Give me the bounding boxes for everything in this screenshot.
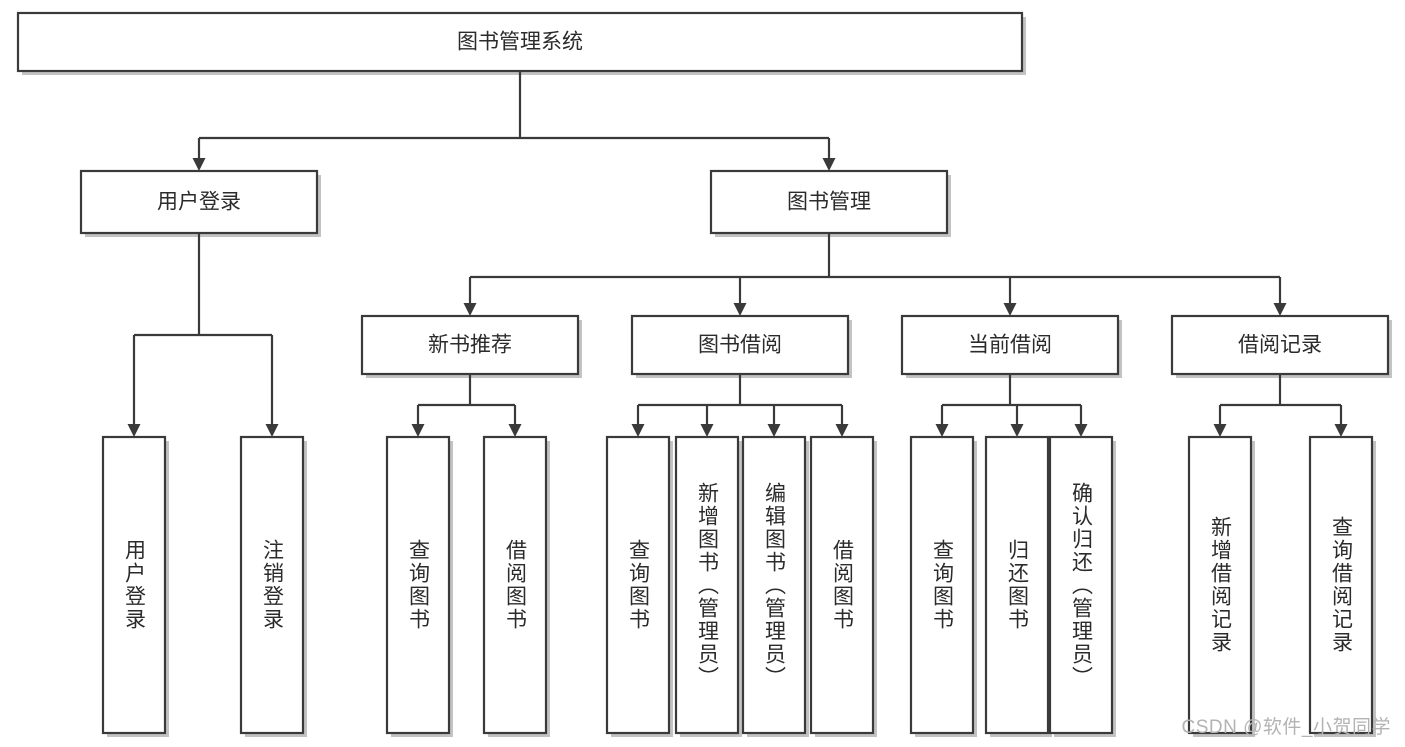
connector-arrow-1-head xyxy=(822,158,836,171)
node-box-leaf-4[interactable] xyxy=(605,435,671,735)
connector-arrow-3-head xyxy=(1273,303,1287,316)
node-label-l2-0: 新书推荐 xyxy=(428,334,512,357)
node-box-leaf-2[interactable] xyxy=(385,435,451,735)
connector-arrow-1-head xyxy=(508,424,522,437)
node-box-l2-2[interactable] xyxy=(900,314,1120,376)
watermark: CSDN @软件_小贺同学 xyxy=(1181,717,1391,738)
node-box-l1-1[interactable] xyxy=(709,169,949,235)
node-box-l2-0[interactable] xyxy=(360,314,580,376)
node-box-leaf-3[interactable] xyxy=(482,435,548,735)
node-label-l2-2: 当前借阅 xyxy=(968,334,1052,357)
connector-arrow-1-head xyxy=(265,424,279,437)
node-box-leaf-8[interactable] xyxy=(909,435,975,735)
connector-arrow-3-head xyxy=(835,424,849,437)
node-label-l1-0: 用户登录 xyxy=(157,191,241,214)
connector-arrow-0-head xyxy=(192,158,206,171)
node-label-l2-3: 借阅记录 xyxy=(1238,334,1322,357)
connector-arrow-0-head xyxy=(463,303,477,316)
edge-layer xyxy=(127,71,1348,437)
box-layer xyxy=(16,11,1390,735)
node-box-l2-1[interactable] xyxy=(630,314,850,376)
node-box-leaf-0[interactable] xyxy=(101,435,167,735)
node-box-leaf-11[interactable] xyxy=(1187,435,1253,735)
connector-arrow-1-head xyxy=(1010,424,1024,437)
connector-arrow-1-head xyxy=(700,424,714,437)
connector-arrow-0-head xyxy=(127,424,141,437)
node-box-leaf-9[interactable] xyxy=(984,435,1050,735)
node-box-leaf-5[interactable] xyxy=(674,435,740,735)
node-box-leaf-12[interactable] xyxy=(1308,435,1374,735)
node-box-leaf-7[interactable] xyxy=(809,435,875,735)
connector-arrow-0-head xyxy=(935,424,949,437)
node-label-l1-1: 图书管理 xyxy=(787,191,871,214)
node-box-leaf-1[interactable] xyxy=(239,435,305,735)
node-box-l1-0[interactable] xyxy=(79,169,319,235)
node-label-root-0: 图书管理系统 xyxy=(457,31,583,54)
connector-arrow-1-head xyxy=(733,303,747,316)
connector-arrow-1-head xyxy=(1334,424,1348,437)
connector-arrow-0-head xyxy=(1213,424,1227,437)
connector-arrow-0-head xyxy=(631,424,645,437)
node-box-l2-3[interactable] xyxy=(1170,314,1390,376)
connector-arrow-2-head xyxy=(1074,424,1088,437)
node-label-l2-1: 图书借阅 xyxy=(698,334,782,357)
node-box-leaf-10[interactable] xyxy=(1048,435,1114,735)
connector-arrow-2-head xyxy=(1003,303,1017,316)
connector-arrow-0-head xyxy=(411,424,425,437)
node-box-root-0[interactable] xyxy=(16,11,1024,73)
connector-arrow-2-head xyxy=(767,424,781,437)
node-box-leaf-6[interactable] xyxy=(741,435,807,735)
